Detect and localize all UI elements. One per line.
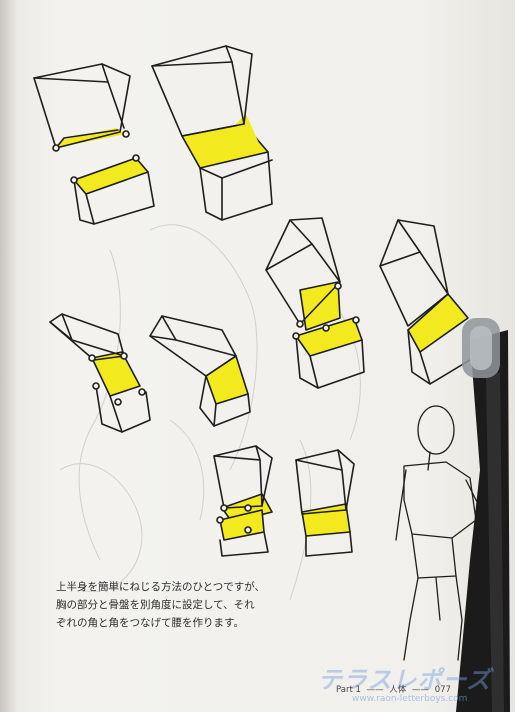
caption-line-3: ぞれの角と角をつなげて腰を作ります。 (56, 617, 244, 629)
footer-part: Part 1 (336, 685, 361, 695)
watermark-url: www.raon-letterboys.com (352, 694, 468, 704)
footer-divider: —— (366, 685, 384, 695)
caption-line-2: 胸の部分と骨盤を別角度に設定して、それ (56, 599, 255, 611)
mannequin-figure (395, 405, 495, 661)
caption-text: 上半身を簡単にねじる方法のひとつですが、 胸の部分と骨盤を別角度に設定して、それ… (56, 578, 296, 632)
pen-holder (456, 318, 510, 712)
figure-c-torso (265, 217, 365, 389)
figure-a-chest (33, 63, 131, 149)
figure-h-torso (295, 449, 355, 557)
footer-section: 人体 (389, 685, 407, 695)
footer-divider-2: —— (412, 685, 430, 695)
figure-g-torso (213, 445, 273, 557)
watermark-logo: テラスレポーズ (318, 666, 492, 694)
figure-f-torso (149, 315, 251, 427)
page-footer: Part 1 —— 人体 —— 077 (336, 683, 454, 695)
figure-e-torso (49, 313, 151, 433)
figure-a-pelvis (52, 130, 155, 225)
page-number: 077 (434, 685, 451, 695)
figure-d-torso (379, 219, 471, 385)
background-sketch (59, 224, 361, 601)
figure-b-torso (151, 45, 273, 221)
caption-line-1: 上半身を簡単にねじる方法のひとつですが、 (56, 581, 266, 593)
